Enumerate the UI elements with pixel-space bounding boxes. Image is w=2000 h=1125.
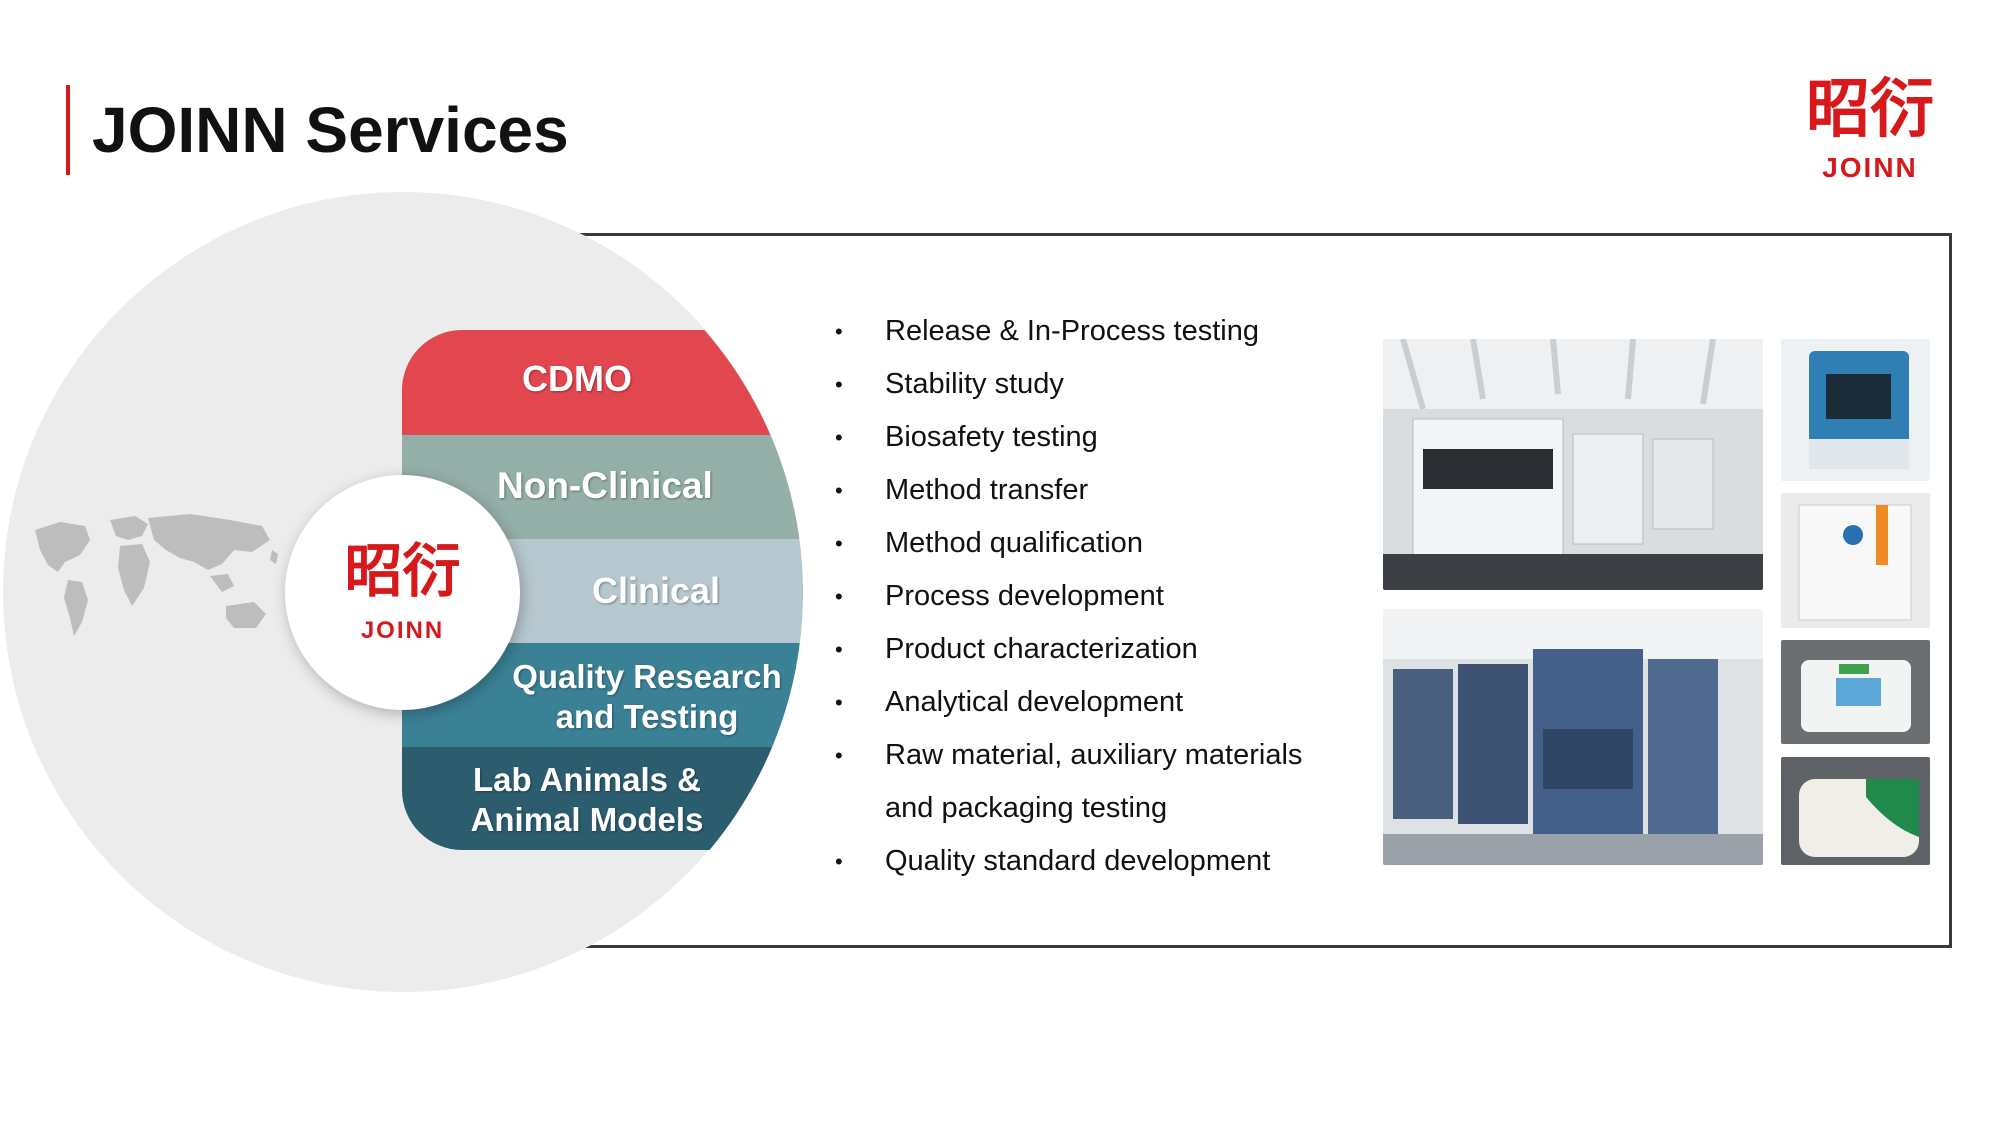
list-item: Product characterization	[835, 623, 1302, 676]
title-accent-bar	[66, 85, 70, 175]
center-logo-en: JOINN	[360, 617, 445, 644]
list-item: Stability study	[835, 358, 1302, 411]
list-item-continuation: and packaging testing	[885, 792, 1168, 824]
list-item: Analytical development	[835, 676, 1302, 729]
list-item: Quality standard development	[835, 835, 1302, 888]
service-layers: CDMO Non-Clinical Clinical Quality Resea…	[402, 330, 803, 850]
logo-cn-text: 昭衍	[1806, 73, 1934, 147]
layer-non-clinical[interactable]: Non-Clinical	[402, 435, 803, 539]
list-item: Release & In-Process testing	[835, 305, 1302, 358]
layer-label: CDMO	[522, 358, 632, 399]
layer-cdmo[interactable]: CDMO	[402, 330, 803, 435]
instrument-photo-1	[1781, 339, 1930, 481]
list-item: Method transfer	[835, 464, 1302, 517]
list-item: Process development	[835, 570, 1302, 623]
lab-photo-uplc	[1383, 609, 1763, 865]
joinn-logo-top: 昭衍 JOINN	[1795, 74, 1955, 189]
list-item: Raw material, auxiliary materials	[835, 729, 1302, 782]
instrument-photo-2	[1781, 493, 1930, 628]
lab-photo-hplc	[1383, 339, 1763, 590]
center-logo-cn: 昭衍	[344, 537, 461, 605]
logo-en-text: JOINN	[1822, 152, 1918, 183]
layer-label: Lab Animals & Animal Models	[470, 761, 704, 838]
page-title: JOINN Services	[92, 94, 569, 166]
instrument-photo-4	[1781, 757, 1930, 865]
layer-label: Quality Research and Testing	[512, 658, 782, 735]
list-item: Method qualification	[835, 517, 1302, 570]
list-item: Biosafety testing	[835, 411, 1302, 464]
world-map-icon	[35, 514, 278, 636]
layer-label: Clinical	[592, 570, 721, 611]
service-list: Release & In-Process testing Stability s…	[835, 305, 1302, 888]
center-logo-circle: 昭衍 JOINN	[285, 475, 520, 710]
instrument-photo-3	[1781, 640, 1930, 744]
layer-quality-research[interactable]: Quality Research and Testing	[402, 643, 803, 747]
layer-label: Non-Clinical	[497, 465, 713, 506]
